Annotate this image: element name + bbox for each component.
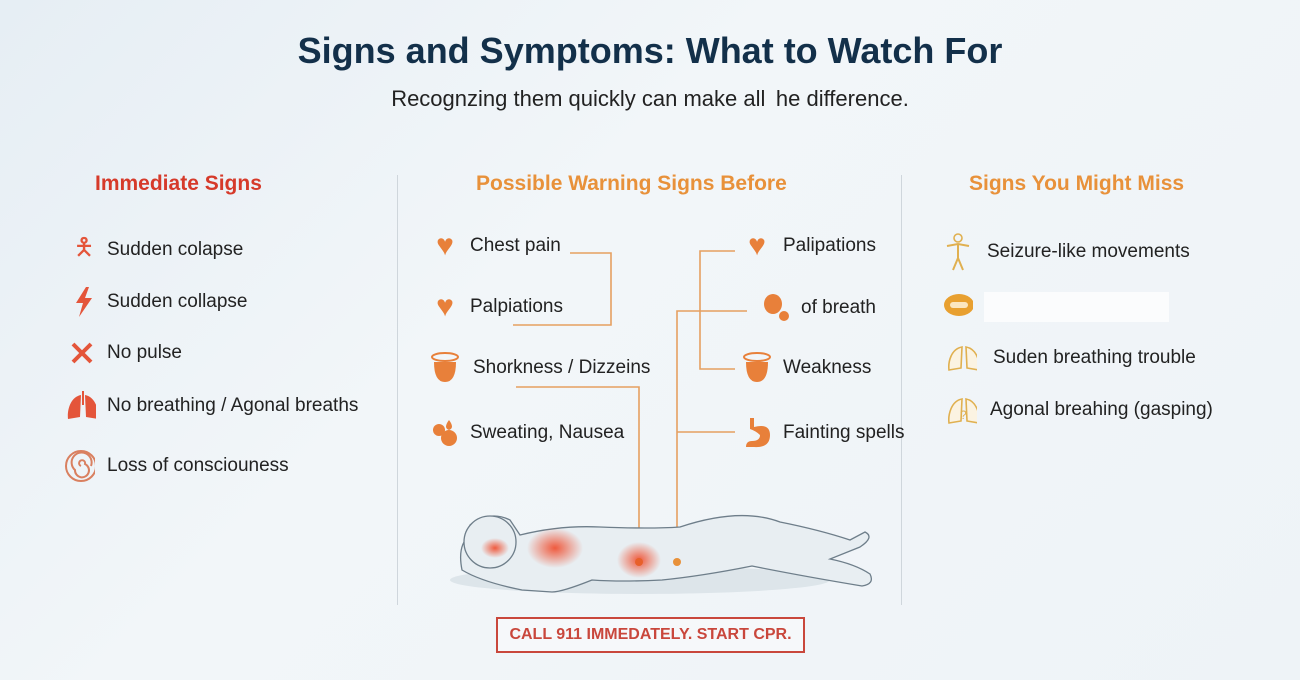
list-item: Shorkness / Dizzeins <box>473 357 651 378</box>
body-figure <box>450 514 873 594</box>
lungs-icon <box>66 391 96 421</box>
page-subtitle: Recognzing them quickly can make all he … <box>391 86 909 111</box>
list-item: Suden breathing trouble <box>993 347 1196 368</box>
call-911-banner: CALL 911 IMMEDATELY. START CPR. <box>496 617 805 653</box>
x-icon <box>67 338 97 368</box>
list-item: Loss of consciouness <box>107 455 289 476</box>
shaking-person-icon <box>943 233 973 271</box>
sweat-icon <box>430 418 460 448</box>
spiral-icon <box>65 450 95 482</box>
column-divider <box>397 175 398 605</box>
list-item: of breath <box>801 297 876 318</box>
heart-organ-icon: ♥ <box>748 229 766 262</box>
page-title: Signs and Symptoms: What to Watch For <box>297 30 1003 71</box>
lungs-outline-icon <box>947 343 977 373</box>
svg-text:?: ? <box>960 408 967 422</box>
mouth-icon <box>943 290 973 320</box>
list-item: Sweating, Nausea <box>470 422 625 443</box>
stomach-icon <box>742 418 772 448</box>
connector-line <box>699 250 735 370</box>
list-item: Weakness <box>783 357 872 378</box>
list-item: Agonal breahing (gasping) <box>990 399 1213 420</box>
list-item: Chest pain <box>470 235 561 256</box>
lungs-question-icon: ? <box>947 395 977 425</box>
broken-heart-icon: ♥ <box>436 290 454 323</box>
blank-label <box>984 292 1169 322</box>
connector-line <box>513 252 612 326</box>
broken-heart-icon: ♥ <box>436 229 454 262</box>
dizzy-head-icon <box>742 352 772 383</box>
heading-signs-might-miss: Signs You Might Miss <box>969 172 1185 195</box>
list-item: Sudden collapse <box>107 291 248 312</box>
list-item: No breathing / Agonal breaths <box>107 395 359 416</box>
list-item: Palpiations <box>470 296 563 317</box>
column-divider <box>901 175 902 605</box>
lightning-icon <box>69 287 99 317</box>
list-item: Palipations <box>783 235 876 256</box>
lung-icon <box>762 293 792 323</box>
falling-person-icon: 🯅 <box>73 233 95 261</box>
list-item: Fainting spells <box>783 422 905 443</box>
list-item: No pulse <box>107 342 182 363</box>
connector-line <box>516 386 640 562</box>
heading-warning-signs: Possible Warning Signs Before <box>476 172 787 195</box>
list-item: Seizure-like movements <box>987 241 1190 262</box>
list-item: Sudden colapse <box>107 239 244 260</box>
heading-immediate-signs: Immediate Signs <box>95 172 262 195</box>
connector-line <box>676 310 747 562</box>
dizzy-head-icon <box>430 352 460 383</box>
